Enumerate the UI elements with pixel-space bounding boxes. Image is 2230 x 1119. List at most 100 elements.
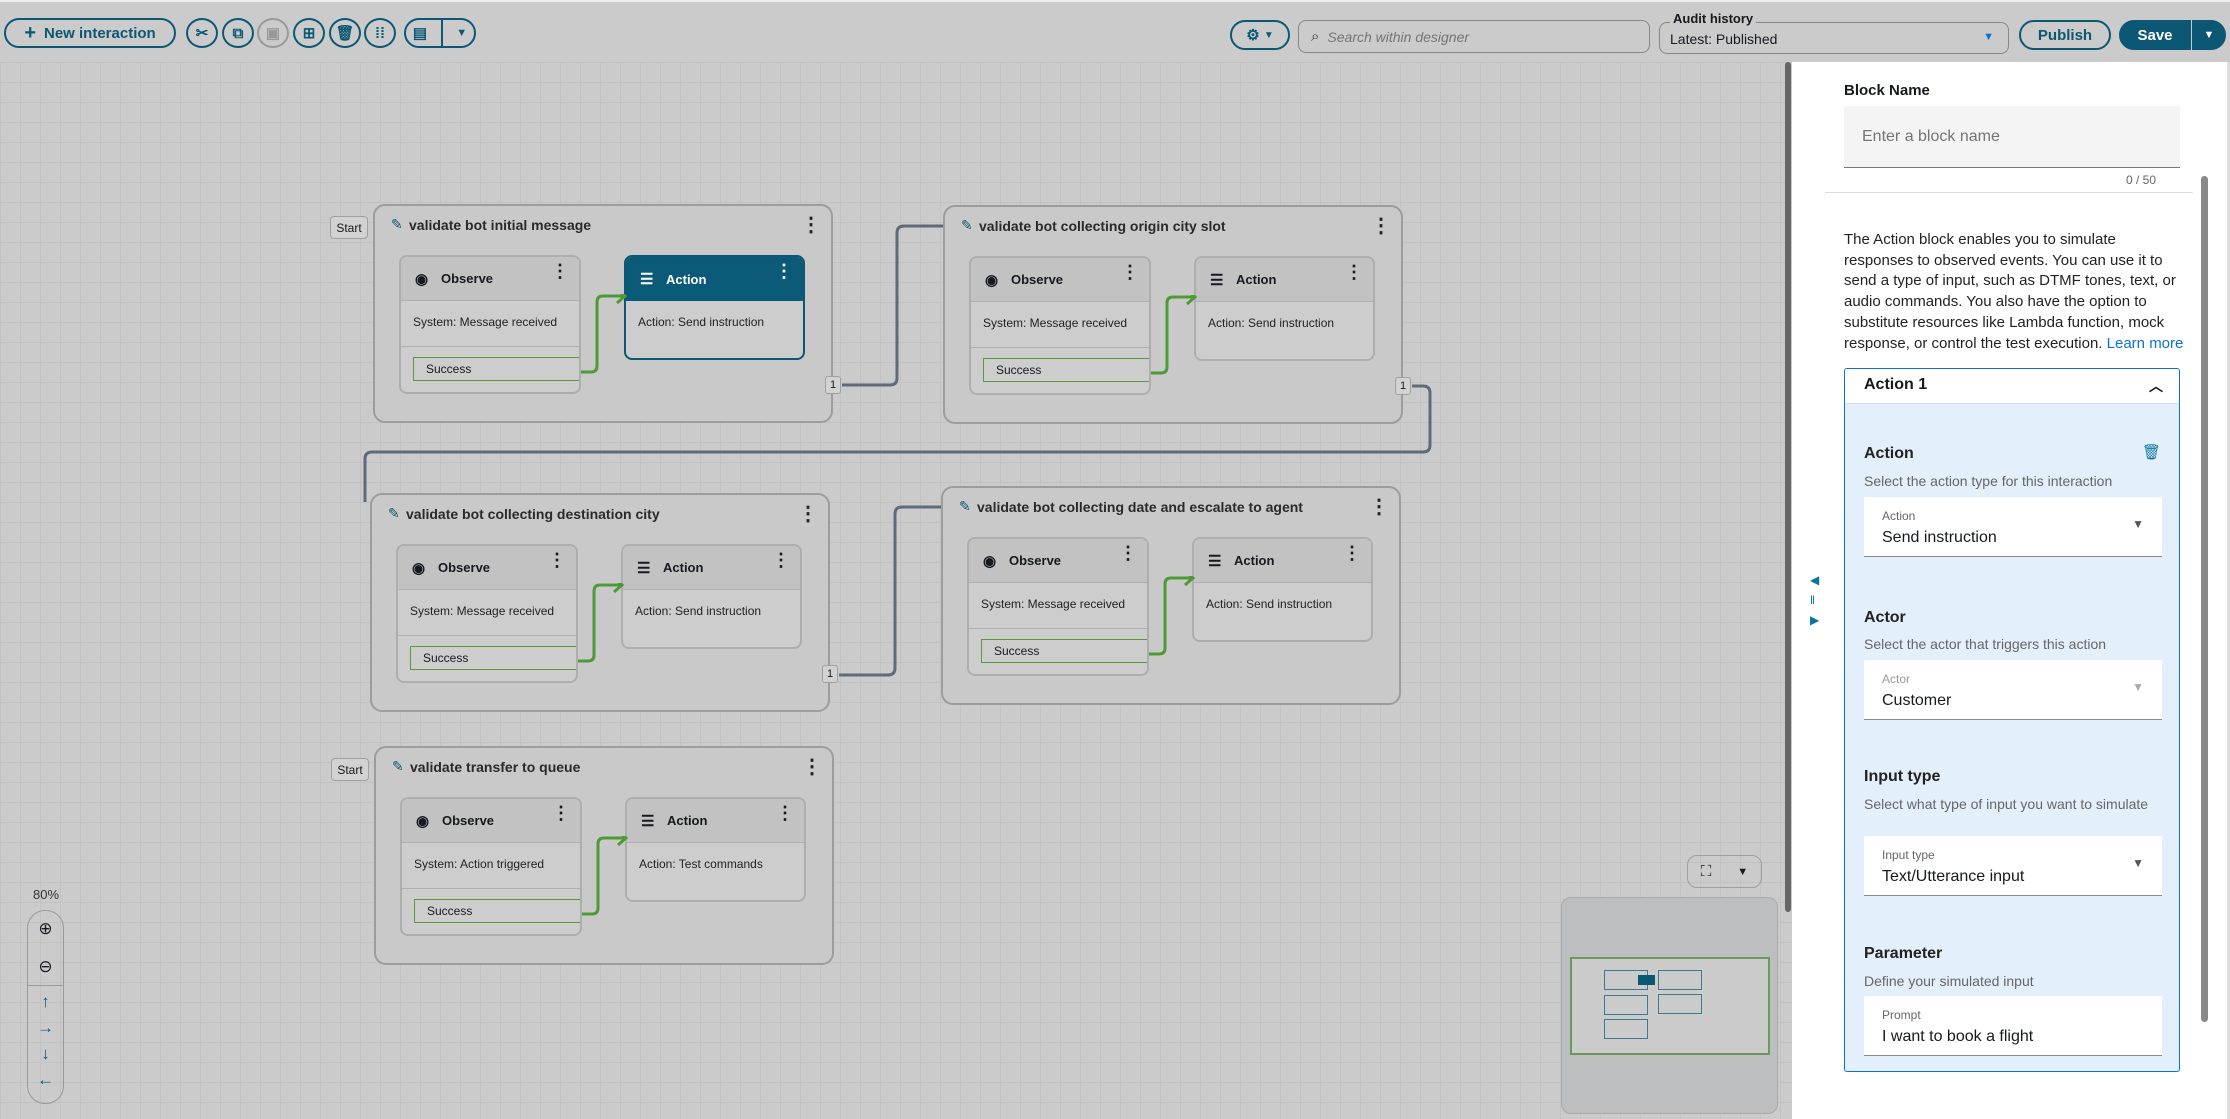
cut-button[interactable]: ✂ bbox=[186, 18, 218, 48]
action-card[interactable]: ☰Action⋮Action: Send instruction bbox=[624, 255, 805, 360]
pencil-icon[interactable]: ✎ bbox=[391, 216, 403, 232]
observe-label: Observe bbox=[441, 271, 494, 286]
settings-dropdown-button[interactable]: ⚙ ▼ bbox=[1230, 20, 1290, 50]
success-branch[interactable]: Success bbox=[981, 639, 1147, 663]
canvas-scrollbar[interactable] bbox=[1785, 62, 1791, 912]
pan-down-icon[interactable]: ↓ bbox=[41, 1044, 50, 1063]
outgoing-connection-count[interactable]: 1 bbox=[822, 665, 838, 683]
pan-right-icon[interactable]: → bbox=[37, 1018, 54, 1037]
minimap-block bbox=[1604, 1019, 1648, 1039]
action-body: Action: Send instruction bbox=[1206, 597, 1333, 611]
more-options-icon[interactable]: ⋮ bbox=[1119, 543, 1137, 563]
caret-down-icon: ▼ bbox=[2132, 680, 2144, 695]
action-card[interactable]: ☰Action⋮Action: Send instruction bbox=[621, 544, 802, 649]
more-options-icon[interactable]: ⋮ bbox=[1371, 215, 1391, 237]
more-options-icon[interactable]: ⋮ bbox=[772, 550, 790, 570]
success-branch[interactable]: Success bbox=[413, 357, 579, 381]
delete-button[interactable]: 🗑 bbox=[329, 18, 361, 48]
pencil-icon[interactable]: ✎ bbox=[961, 217, 973, 233]
outgoing-connection-count[interactable]: 1 bbox=[825, 376, 841, 394]
action-1-header[interactable]: Action 1 ︿ bbox=[1845, 369, 2179, 405]
action-body: Action: Send instruction bbox=[1208, 316, 1335, 330]
pan-up-icon[interactable]: ↑ bbox=[41, 992, 50, 1011]
fit-view-button[interactable]: ⛶▼ bbox=[1687, 855, 1762, 888]
action-label: Action bbox=[1234, 553, 1275, 568]
paste-button[interactable]: ▣ bbox=[257, 18, 289, 48]
group-button[interactable]: ⊞ bbox=[293, 18, 325, 48]
parameter-desc: Define your simulated input bbox=[1864, 973, 2034, 990]
description: The Action block enables you to simulate… bbox=[1844, 230, 2189, 354]
more-options-icon[interactable]: ⋮ bbox=[1343, 543, 1361, 563]
action-card[interactable]: ☰Action⋮ Action: Send instruction bbox=[1194, 256, 1375, 361]
minimap[interactable] bbox=[1561, 897, 1778, 1114]
success-branch[interactable]: Success bbox=[410, 646, 576, 670]
field-value: Customer bbox=[1882, 692, 1952, 710]
pencil-icon[interactable]: ✎ bbox=[959, 498, 971, 514]
drag-button[interactable]: ⁞⁞ bbox=[364, 18, 396, 48]
notes-dropdown-button[interactable]: ▤▼ bbox=[404, 18, 476, 48]
search-field[interactable]: ⌕ bbox=[1298, 20, 1650, 53]
trash-icon[interactable]: 🗑 bbox=[2141, 444, 2161, 462]
new-interaction-button[interactable]: +New interaction bbox=[4, 18, 176, 48]
copy-button[interactable]: ⧉ bbox=[222, 18, 254, 48]
save-options-button[interactable]: ▼ bbox=[2192, 20, 2226, 50]
audit-history-select[interactable]: Audit history Latest: Published ▼ bbox=[1659, 12, 2009, 54]
observe-header: ◉Observe⋮ bbox=[402, 799, 580, 843]
section-title: Action 1 bbox=[1864, 376, 1928, 394]
interaction-block[interactable]: ✎validate bot collecting origin city slo… bbox=[943, 205, 1411, 424]
action-card[interactable]: ☰Action⋮Action: Test commands bbox=[625, 797, 806, 902]
pencil-icon[interactable]: ✎ bbox=[392, 758, 404, 774]
zoom-in-icon[interactable]: ⊕ bbox=[38, 919, 53, 938]
action-header: ☰Action⋮ bbox=[1196, 258, 1373, 302]
success-branch[interactable]: Success bbox=[414, 899, 580, 923]
block-name-input[interactable] bbox=[1844, 106, 2180, 168]
panel-scrollbar[interactable] bbox=[2201, 176, 2208, 1022]
panel-resize-handle[interactable]: ◀‖▶ bbox=[1810, 573, 1820, 627]
more-options-icon[interactable]: ⋮ bbox=[1369, 496, 1389, 518]
publish-button[interactable]: Publish bbox=[2019, 20, 2111, 50]
minimap-viewport[interactable] bbox=[1570, 957, 1770, 1055]
zoom-out-icon[interactable]: ⊖ bbox=[38, 957, 53, 976]
more-options-icon[interactable]: ⋮ bbox=[775, 261, 793, 281]
more-options-icon[interactable]: ⋮ bbox=[1345, 262, 1363, 282]
action-card[interactable]: ☰Action⋮Action: Send instruction bbox=[1192, 537, 1373, 642]
notes-icon: ▤ bbox=[412, 25, 427, 42]
connector-2-3 bbox=[363, 384, 1432, 502]
success-branch[interactable]: Success bbox=[983, 358, 1149, 382]
interaction-block[interactable]: ✎validate bot collecting date and escala… bbox=[941, 486, 1401, 705]
interaction-block[interactable]: ✎validate transfer to queue⋮◉Observe⋮Sys… bbox=[374, 746, 834, 965]
more-options-icon[interactable]: ⋮ bbox=[1121, 262, 1139, 282]
more-options-icon[interactable]: ⋮ bbox=[801, 214, 821, 236]
minimap-block bbox=[1638, 975, 1655, 985]
interaction-block[interactable]: ✎validate bot initial message⋮◉Observe⋮S… bbox=[373, 204, 841, 423]
block-properties-panel: ◀‖▶ Block Name 0 / 50 The Action block e… bbox=[1796, 62, 2230, 1119]
more-options-icon[interactable]: ⋮ bbox=[548, 550, 566, 570]
trash-icon: 🗑 bbox=[335, 25, 355, 42]
more-options-icon[interactable]: ⋮ bbox=[551, 261, 569, 281]
pan-left-icon[interactable]: ← bbox=[37, 1070, 54, 1089]
more-options-icon[interactable]: ⋮ bbox=[776, 803, 794, 823]
learn-more-link[interactable]: Learn more bbox=[2106, 334, 2184, 352]
action-heading: Action bbox=[1864, 445, 1914, 463]
search-input[interactable] bbox=[1327, 28, 1628, 45]
toolbar: +New interaction ✂ ⧉ ▣ ⊞ 🗑 ⁞⁞ ▤▼ ⚙ ▼ ⌕ A… bbox=[0, 0, 2230, 62]
divider bbox=[1825, 192, 2193, 193]
chevron-up-icon[interactable]: ︿ bbox=[2149, 378, 2163, 395]
interaction-block[interactable]: ✎validate bot collecting destination cit… bbox=[370, 493, 838, 712]
more-options-icon[interactable]: ⋮ bbox=[798, 503, 818, 525]
outgoing-connection-count[interactable]: 1 bbox=[1395, 377, 1411, 395]
save-button[interactable]: Save bbox=[2119, 20, 2191, 50]
pencil-icon[interactable]: ✎ bbox=[388, 505, 400, 521]
more-options-icon[interactable]: ⋮ bbox=[552, 803, 570, 823]
more-options-icon[interactable]: ⋮ bbox=[802, 756, 822, 778]
flow-canvas[interactable]: Start✎validate bot initial message⋮◉Obse… bbox=[0, 62, 1792, 1119]
